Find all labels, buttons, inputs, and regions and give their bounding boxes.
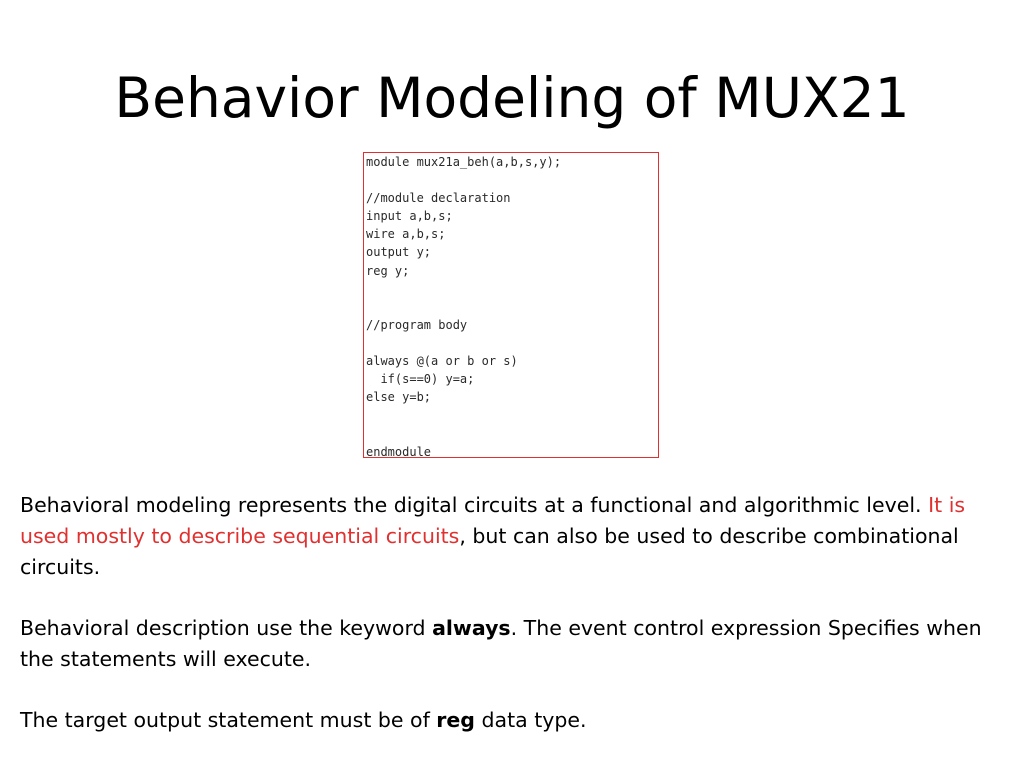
code-line	[366, 334, 658, 352]
code-line: input a,b,s;	[366, 209, 453, 224]
code-line	[366, 280, 658, 298]
paragraph-text: The target output statement must be of	[20, 708, 437, 732]
code-screenshot: module mux21a_beh(a,b,s,y); //module dec…	[363, 152, 659, 458]
code-line: output y;	[366, 245, 432, 260]
paragraph-spacer	[20, 675, 1000, 705]
keyword-always: always	[432, 616, 511, 640]
highlighted-text: It is used mostly to describe sequential…	[20, 493, 966, 548]
paragraph-always-keyword: Behavioral description use the keyword a…	[20, 613, 1000, 675]
code-line: wire a,b,s;	[366, 227, 446, 242]
keyword-reg: reg	[436, 708, 475, 732]
slide-body: Behavioral modeling represents the digit…	[20, 490, 1000, 736]
paragraph-text: data type.	[475, 708, 587, 732]
code-line: reg y;	[366, 263, 410, 278]
code-line: //program body	[366, 317, 468, 332]
slide-title: Behavior Modeling of MUX21	[114, 66, 910, 130]
paragraph-text: . The event control expression Specifies…	[20, 616, 982, 671]
paragraph-text: , but can also be used to describe combi…	[20, 524, 959, 579]
code-line: if(s==0) y=a;	[366, 372, 475, 387]
code-line: else y=b;	[366, 390, 432, 405]
code-line	[366, 298, 658, 316]
paragraph-text: Behavioral description use the keyword	[20, 616, 433, 640]
code-line: always @(a or b or s)	[366, 354, 518, 369]
paragraph-reg-type: The target output statement must be of r…	[20, 705, 1000, 736]
code-line	[366, 171, 658, 189]
paragraph-spacer	[20, 583, 1000, 613]
paragraph-behavioral-modeling: Behavioral modeling represents the digit…	[20, 490, 1000, 583]
code-line: //module declaration	[366, 191, 511, 206]
code-line	[366, 424, 658, 442]
code-line: module mux21a_beh(a,b,s,y);	[366, 155, 562, 169]
code-line: endmodule	[366, 444, 432, 458]
code-line	[366, 406, 658, 424]
paragraph-text: Behavioral modeling represents the digit…	[20, 493, 929, 517]
